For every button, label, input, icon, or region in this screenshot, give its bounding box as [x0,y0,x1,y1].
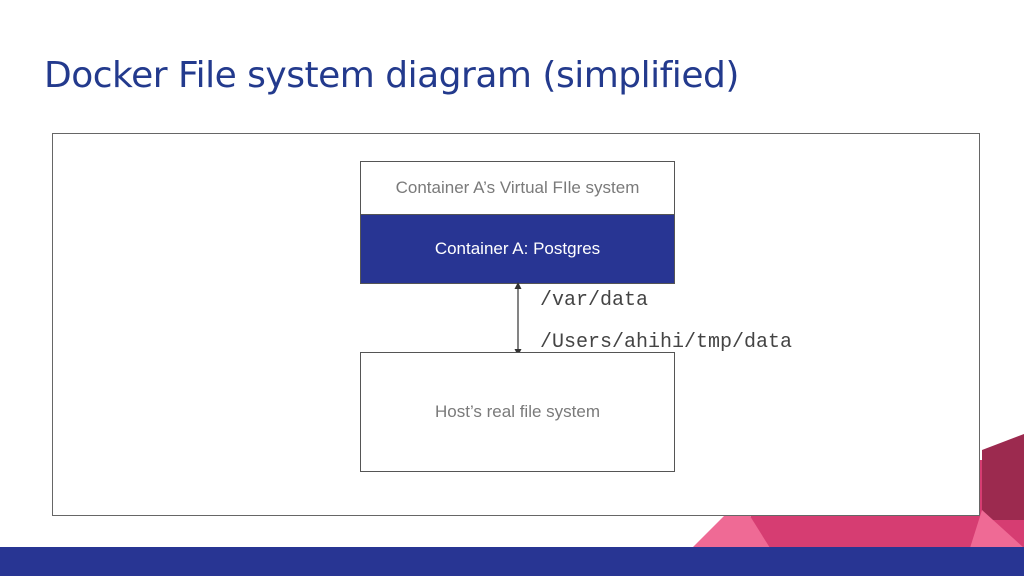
virtual-file-system-box: Container A’s Virtual FIle system [360,161,675,215]
decor-shape-dark [982,434,1024,520]
slide-title: Docker File system diagram (simplified) [44,55,739,96]
container-postgres-label: Container A: Postgres [434,239,601,258]
host-file-system-label: Host’s real file system [434,402,600,421]
host-path-label: /Users/ahihi/tmp/data [540,331,793,354]
decor-shape-light-right [970,510,1024,548]
container-path-label: /var/data [540,289,649,312]
virtual-file-system-label: Container A’s Virtual FIle system [395,178,640,197]
mount-double-arrow [514,282,522,356]
host-file-system-box: Host’s real file system [360,352,675,472]
decor-shape-light-left [692,500,770,548]
bottom-bar [0,547,1024,576]
container-postgres-box: Container A: Postgres [360,214,675,284]
